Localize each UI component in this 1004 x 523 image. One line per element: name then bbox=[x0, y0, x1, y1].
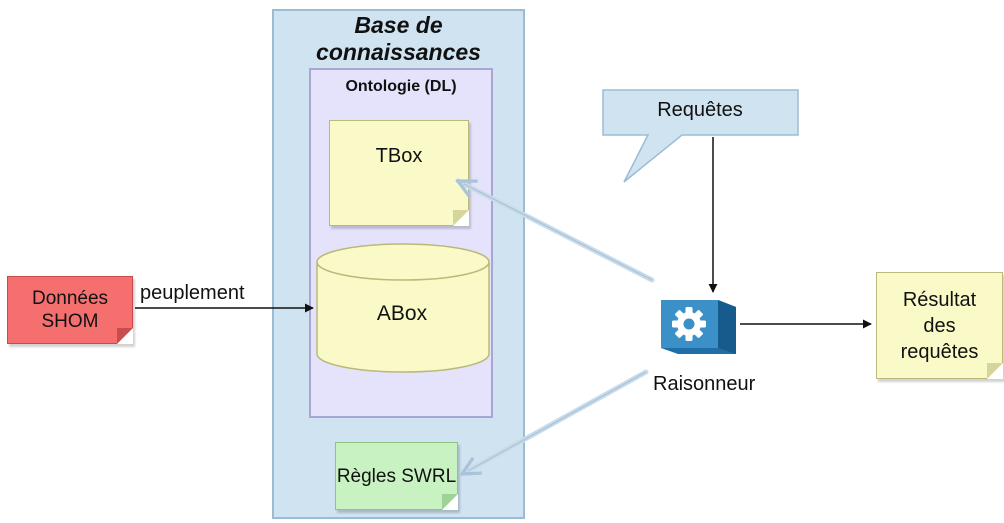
requetes-callout bbox=[602, 89, 799, 183]
resultat-label: Résultat des requêtes bbox=[900, 288, 979, 363]
raisonneur-label: Raisonneur bbox=[653, 373, 756, 395]
tbox-label: TBox bbox=[375, 145, 423, 167]
donnees-shom-label: Données SHOM bbox=[31, 288, 109, 332]
abox-label: ABox bbox=[376, 302, 428, 325]
regles-swrl-label: Règles SWRL bbox=[336, 465, 457, 487]
tbox-note: TBox bbox=[329, 120, 469, 226]
regles-swrl-note: Règles SWRL bbox=[335, 442, 458, 510]
peuplement-label: peuplement bbox=[140, 282, 245, 304]
note-fold bbox=[987, 363, 1003, 379]
note-fold bbox=[453, 210, 469, 226]
arrow-raisonneur-to-tbox-edge bbox=[463, 183, 653, 281]
arrow-raisonneur-to-regles-edge bbox=[467, 371, 647, 472]
note-fold bbox=[442, 494, 458, 510]
knowledge-base-title: Base de connaissances bbox=[316, 12, 481, 65]
abox-cylinder bbox=[316, 243, 490, 373]
resultat-note: Résultat des requêtes bbox=[876, 272, 1003, 379]
gear-icon bbox=[661, 300, 736, 354]
ontology-title: Ontologie (DL) bbox=[345, 78, 457, 95]
requetes-label: Requêtes bbox=[657, 99, 743, 121]
note-fold bbox=[117, 328, 133, 344]
donnees-shom-note: Données SHOM bbox=[7, 276, 133, 344]
